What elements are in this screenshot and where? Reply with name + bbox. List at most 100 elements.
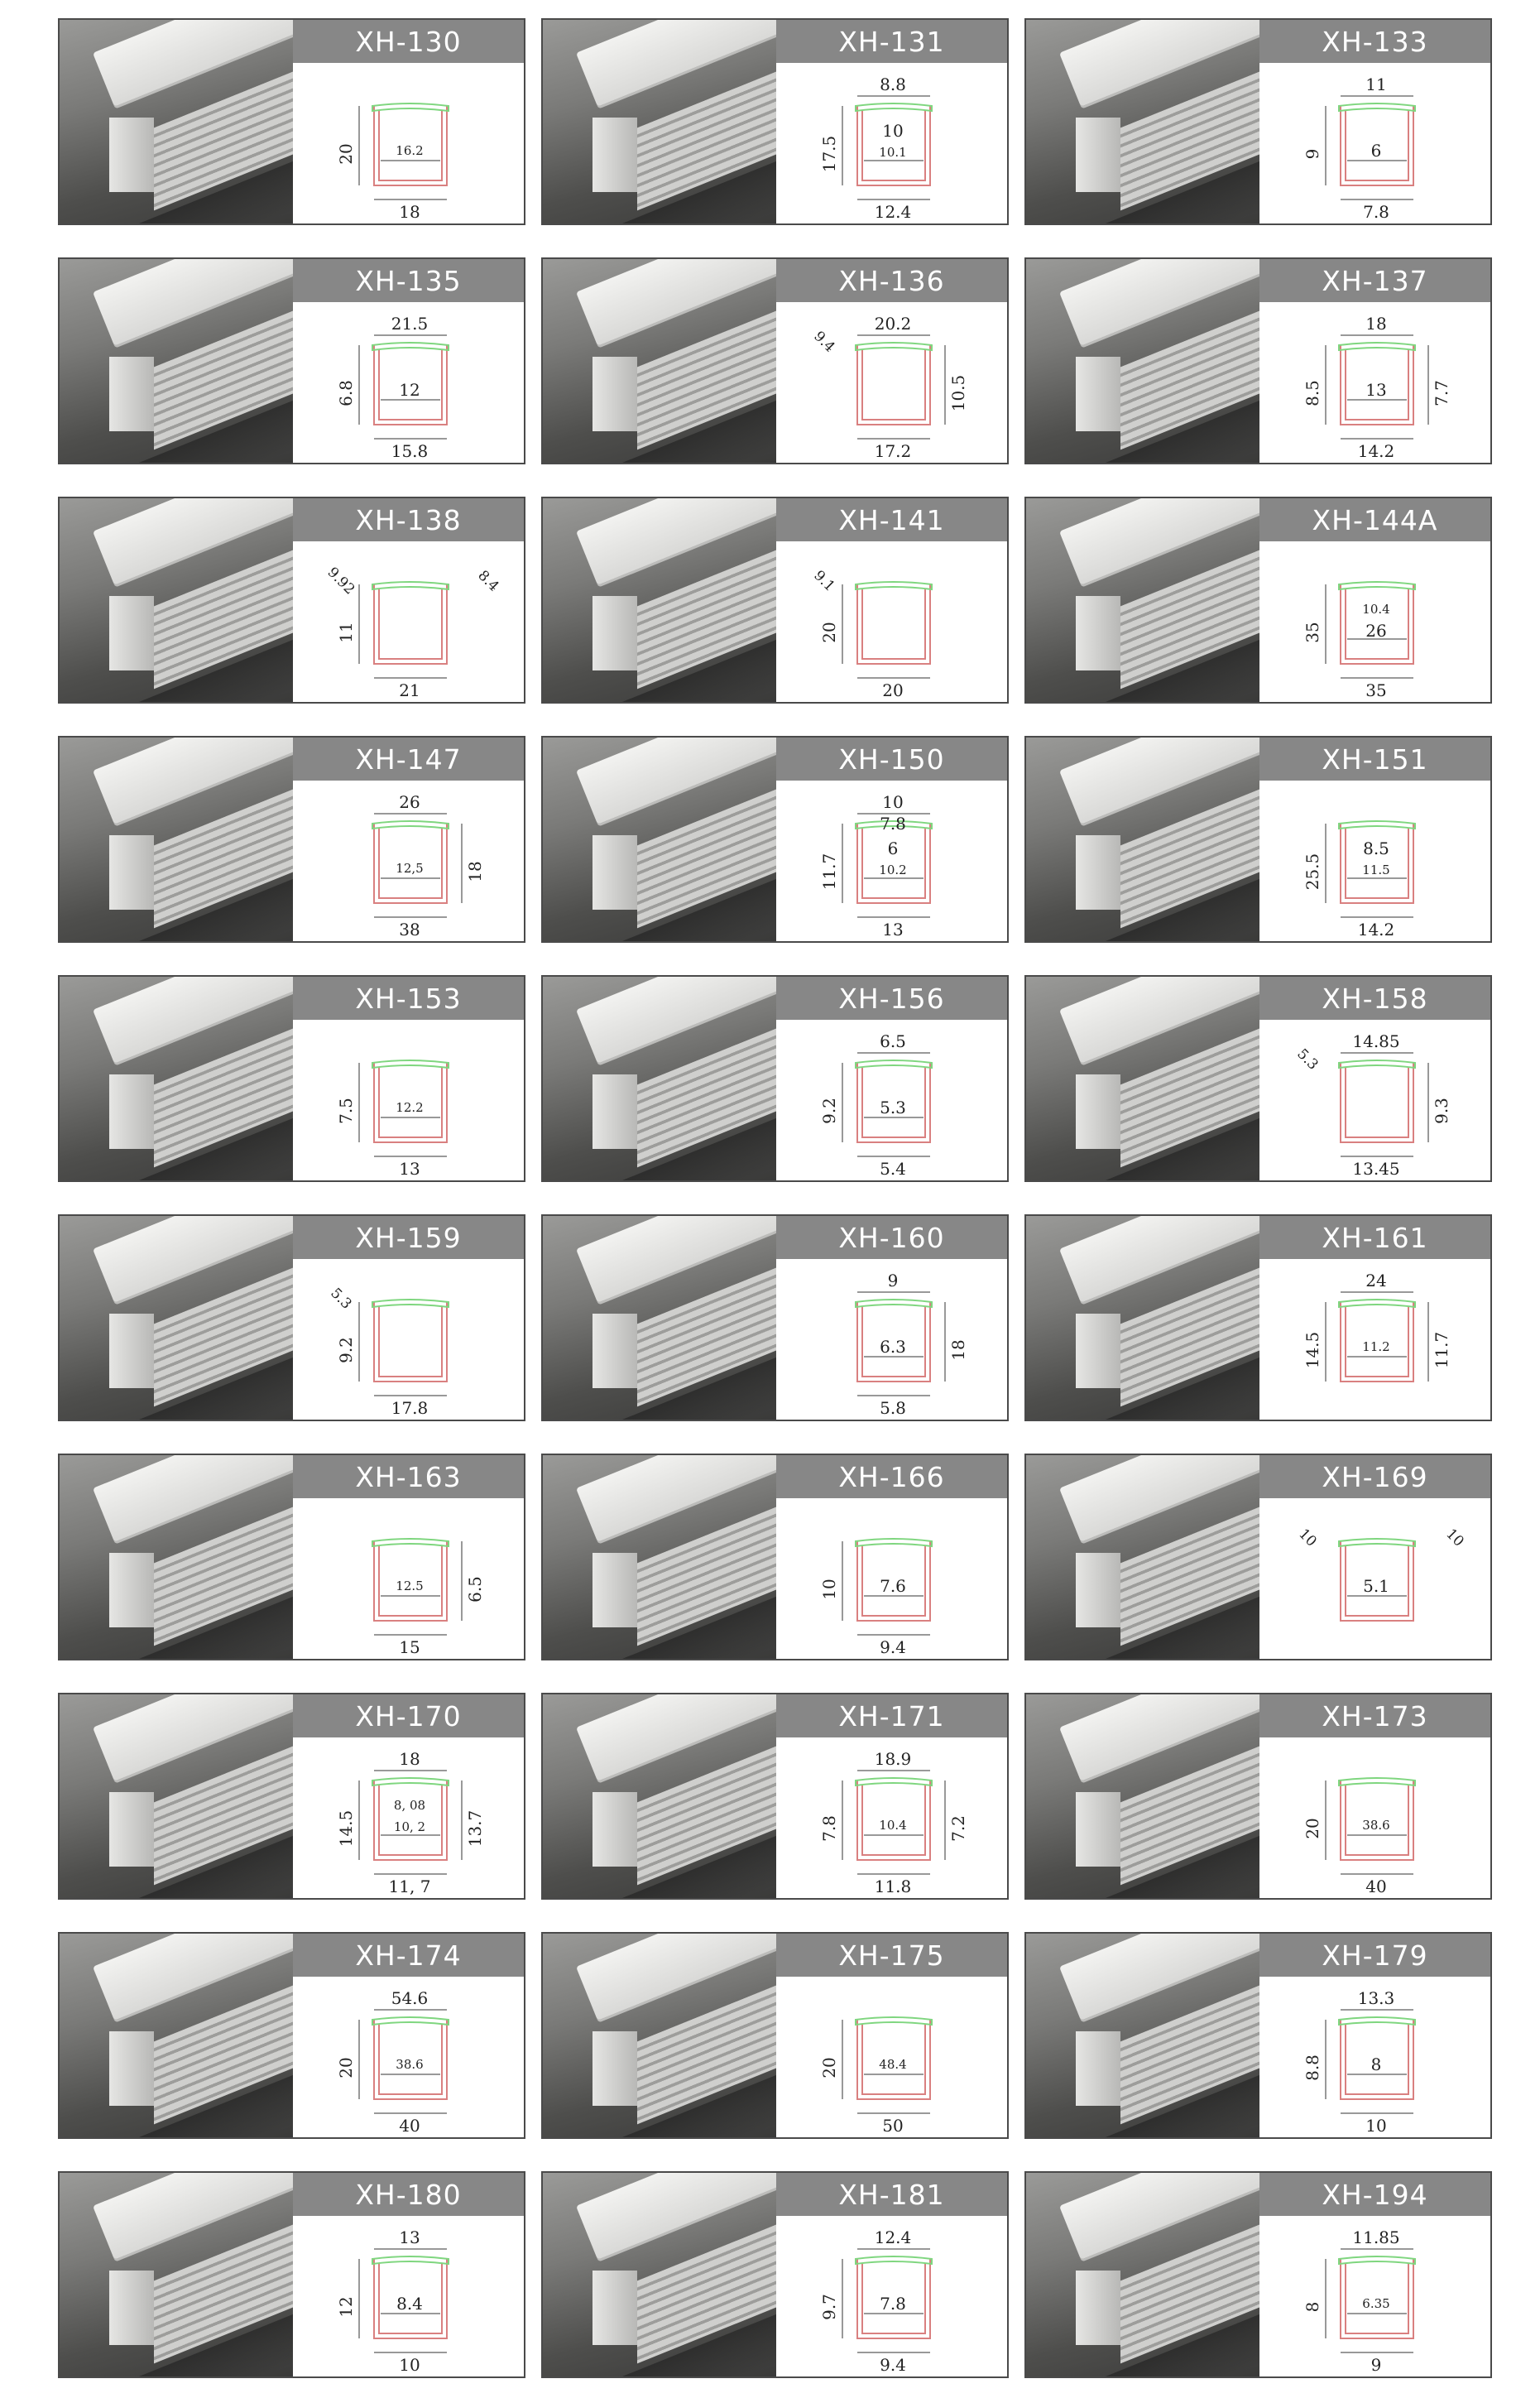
product-code: XH-163 (293, 1455, 524, 1498)
dimension-label-left: 8.8 (1303, 2054, 1322, 2081)
profile-outline (856, 106, 931, 186)
diffuser-outline (855, 1060, 933, 1069)
profile-side (109, 2031, 154, 2106)
dimension-label-left: 20 (336, 2057, 356, 2078)
profile-cross-section (842, 581, 933, 679)
profile-side (109, 1314, 154, 1388)
profile-outline (373, 2020, 448, 2100)
profile-side (109, 357, 154, 431)
dimension-label-inner: 13 (1365, 380, 1387, 400)
product-photo (60, 20, 293, 223)
profile-outline (856, 2020, 931, 2100)
dimension-label-left: 6.8 (336, 380, 356, 406)
dimension-label-bottom: 9.4 (880, 1637, 906, 1657)
dimension-label-right: 6.5 (465, 1576, 485, 1603)
dimension-label-bottom: 9.4 (880, 2355, 906, 2375)
profile-outline (856, 1541, 931, 1622)
dimension-label-bottom: 21 (399, 680, 420, 700)
profile-cross-section (372, 813, 463, 918)
profile-outline (373, 584, 448, 665)
profile-outline (1340, 584, 1414, 665)
dimension-label-left: 17.5 (819, 135, 839, 173)
dimension-label-inner: 10.4 (879, 1818, 907, 1833)
diffuser-outline (372, 2016, 449, 2026)
product-code: XH-159 (293, 1216, 524, 1259)
product-code: XH-166 (776, 1455, 1007, 1498)
profile-cross-section (842, 2248, 933, 2353)
dimension-label-inner: 10.1 (879, 145, 907, 160)
dimension-label-top: 8.8 (880, 74, 906, 94)
dimension-label-bottom: 13 (882, 920, 904, 939)
profile-outline (373, 1063, 448, 1143)
product-photo (1026, 1216, 1259, 1420)
dimension-label-left: 20 (819, 622, 839, 643)
product-code: XH-179 (1259, 1934, 1490, 1977)
dimension-label-inner: 8.5 (1363, 839, 1389, 858)
dimension-label-top: 18 (1365, 314, 1387, 334)
profile-outline (373, 106, 448, 186)
dimension-label-bottom: 35 (1365, 680, 1387, 700)
dimension-label-bottom: 40 (1365, 1877, 1387, 1896)
dimension-label-top: 21.5 (391, 314, 429, 334)
product-code: XH-147 (293, 738, 524, 781)
diffuser-outline (855, 103, 933, 113)
profile-outline (1340, 345, 1414, 425)
diffuser-outline (372, 581, 449, 591)
dimension-label-inner: 10.2 (879, 863, 907, 877)
product-photo (60, 1455, 293, 1659)
product-photo (1026, 2173, 1259, 2376)
dimension-label-inner: 10, 2 (393, 1819, 426, 1834)
dimension-label-inner: 48.4 (879, 2057, 907, 2072)
dimension-label-left: 14.5 (336, 1809, 356, 1848)
profile-cross-section (358, 1770, 463, 1875)
dimension-label-top: 7.8 (880, 814, 906, 834)
